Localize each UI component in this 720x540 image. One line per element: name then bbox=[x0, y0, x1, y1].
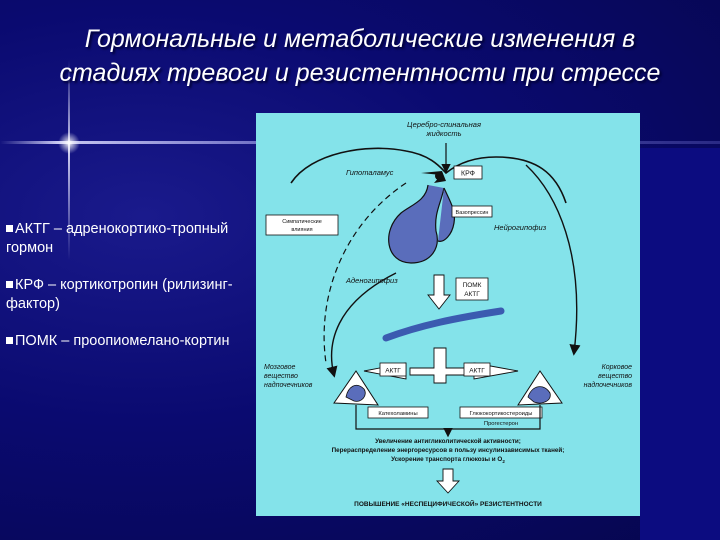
neurohypophysis-label: Нейрогипофиз bbox=[494, 223, 547, 232]
actg-splitter-arrow bbox=[409, 347, 471, 384]
vasopressin-label: Вазопрессин bbox=[456, 210, 489, 216]
result-arrow bbox=[435, 468, 461, 494]
cortex-label-3: надпочечников bbox=[584, 381, 633, 389]
adenohypophysis-label: Аденогипофиз bbox=[345, 276, 398, 285]
bullet-term: КРФ bbox=[15, 277, 44, 293]
pituitary-output-arrow bbox=[427, 274, 451, 310]
bullet-list: АКТГ – адренокортико-тропный гормон КРФ … bbox=[6, 220, 244, 369]
diagram-svg: Церебро-спинальная жидкость Гипоталамус … bbox=[264, 120, 633, 508]
progesterone-label: Прогестерон bbox=[484, 421, 518, 427]
hypothalamus-nucleus-icon bbox=[435, 172, 443, 180]
catecholamines-label: Катехоламины bbox=[378, 411, 417, 417]
cortex-pathway-line bbox=[525, 164, 581, 356]
actg-right-box bbox=[463, 362, 491, 377]
adrenal-left-medulla bbox=[345, 384, 366, 402]
neurohypophysis-shape bbox=[437, 187, 456, 242]
csf-label-2: жидкость bbox=[425, 129, 461, 138]
effect-line-1: Увеличение антигликолитической активност… bbox=[375, 437, 521, 445]
crf-box-label: КРФ bbox=[461, 171, 475, 178]
blood-vessel bbox=[382, 307, 505, 342]
bullet-item-actg: АКТГ – адренокортико-тропный гормон bbox=[6, 220, 244, 258]
medulla-label-3: надпочечников bbox=[264, 381, 313, 389]
cortex-label-2: вещество bbox=[598, 373, 632, 380]
hypothalamus-label: Гипоталамус bbox=[346, 168, 394, 177]
effect-line-3: Ускорение транспорта глюкозы и O2 bbox=[391, 456, 505, 464]
adrenal-right-cortex bbox=[527, 386, 551, 404]
actg-right-label: АКТГ bbox=[469, 368, 485, 375]
medulla-output-line bbox=[355, 405, 448, 430]
cortex-label-1: Корковое bbox=[602, 364, 633, 371]
effect-line-3-text: Ускорение транспорта глюкозы и O bbox=[391, 456, 502, 463]
glucocorticoids-box bbox=[459, 406, 543, 419]
medulla-label-2: вещество bbox=[264, 373, 298, 380]
bullet-item-pomc: ПОМК – проопиомелано-кортин bbox=[6, 332, 244, 351]
sympathetic-pathway-line bbox=[323, 182, 407, 364]
glucocorticoids-label: Глюкокортикостероиды bbox=[470, 411, 533, 417]
decor-vertical-line bbox=[68, 60, 70, 260]
effect-line-2: Перераспределение энергоресурсов в польз… bbox=[332, 446, 565, 454]
bullet-square-icon bbox=[6, 225, 13, 232]
crf-box bbox=[453, 165, 483, 180]
bullet-text: – кортикотропин (рилизинг-фактор) bbox=[6, 277, 233, 312]
adenohypophysis-shape bbox=[388, 184, 445, 264]
result-label: ПОВЫШЕНИЕ «НЕСПЕЦИФИЧЕСКОЙ» РЕЗИСТЕНТНОС… bbox=[354, 499, 542, 508]
title-line-2: стадиях тревоги и резистентности при стр… bbox=[59, 59, 661, 87]
sympathetic-label-2: влияния bbox=[291, 227, 312, 233]
effect-line-3-subscript: 2 bbox=[502, 459, 505, 464]
medulla-label-1: Мозговое bbox=[264, 364, 296, 371]
sympathetic-label-1: Симпатические bbox=[282, 219, 322, 225]
actg-left-label: АКТГ bbox=[385, 368, 401, 375]
pomc-box bbox=[455, 277, 489, 301]
bullet-square-icon bbox=[6, 337, 13, 344]
bullet-text: – проопиомелано-кортин bbox=[57, 333, 230, 349]
bullet-item-crf: КРФ – кортикотропин (рилизинг-фактор) bbox=[6, 276, 244, 314]
catecholamines-box bbox=[367, 406, 429, 419]
actg-left-box bbox=[379, 362, 407, 377]
sympathetic-box bbox=[265, 214, 339, 236]
medulla-pathway-line bbox=[326, 272, 397, 378]
bullet-term: ПОМК bbox=[15, 333, 58, 349]
decor-star-sparkle bbox=[58, 132, 80, 154]
pomc-actg-label: АКТГ bbox=[464, 291, 480, 298]
slide-title: Гормональные и метаболические изменения … bbox=[0, 22, 720, 90]
csf-label-1: Церебро-спинальная bbox=[407, 120, 481, 129]
bullet-term: АКТГ bbox=[15, 221, 50, 237]
title-line-1: Гормональные и метаболические изменения … bbox=[84, 25, 636, 53]
pomc-label: ПОМК bbox=[463, 282, 482, 289]
right-decor-panel bbox=[640, 148, 720, 540]
bullet-text: – адренокортико-тропный гормон bbox=[6, 221, 229, 256]
cortex-output-line bbox=[448, 405, 541, 430]
vasopressin-box bbox=[451, 205, 493, 218]
stress-hormone-diagram: Церебро-спинальная жидкость Гипоталамус … bbox=[256, 113, 640, 516]
bullet-square-icon bbox=[6, 281, 13, 288]
